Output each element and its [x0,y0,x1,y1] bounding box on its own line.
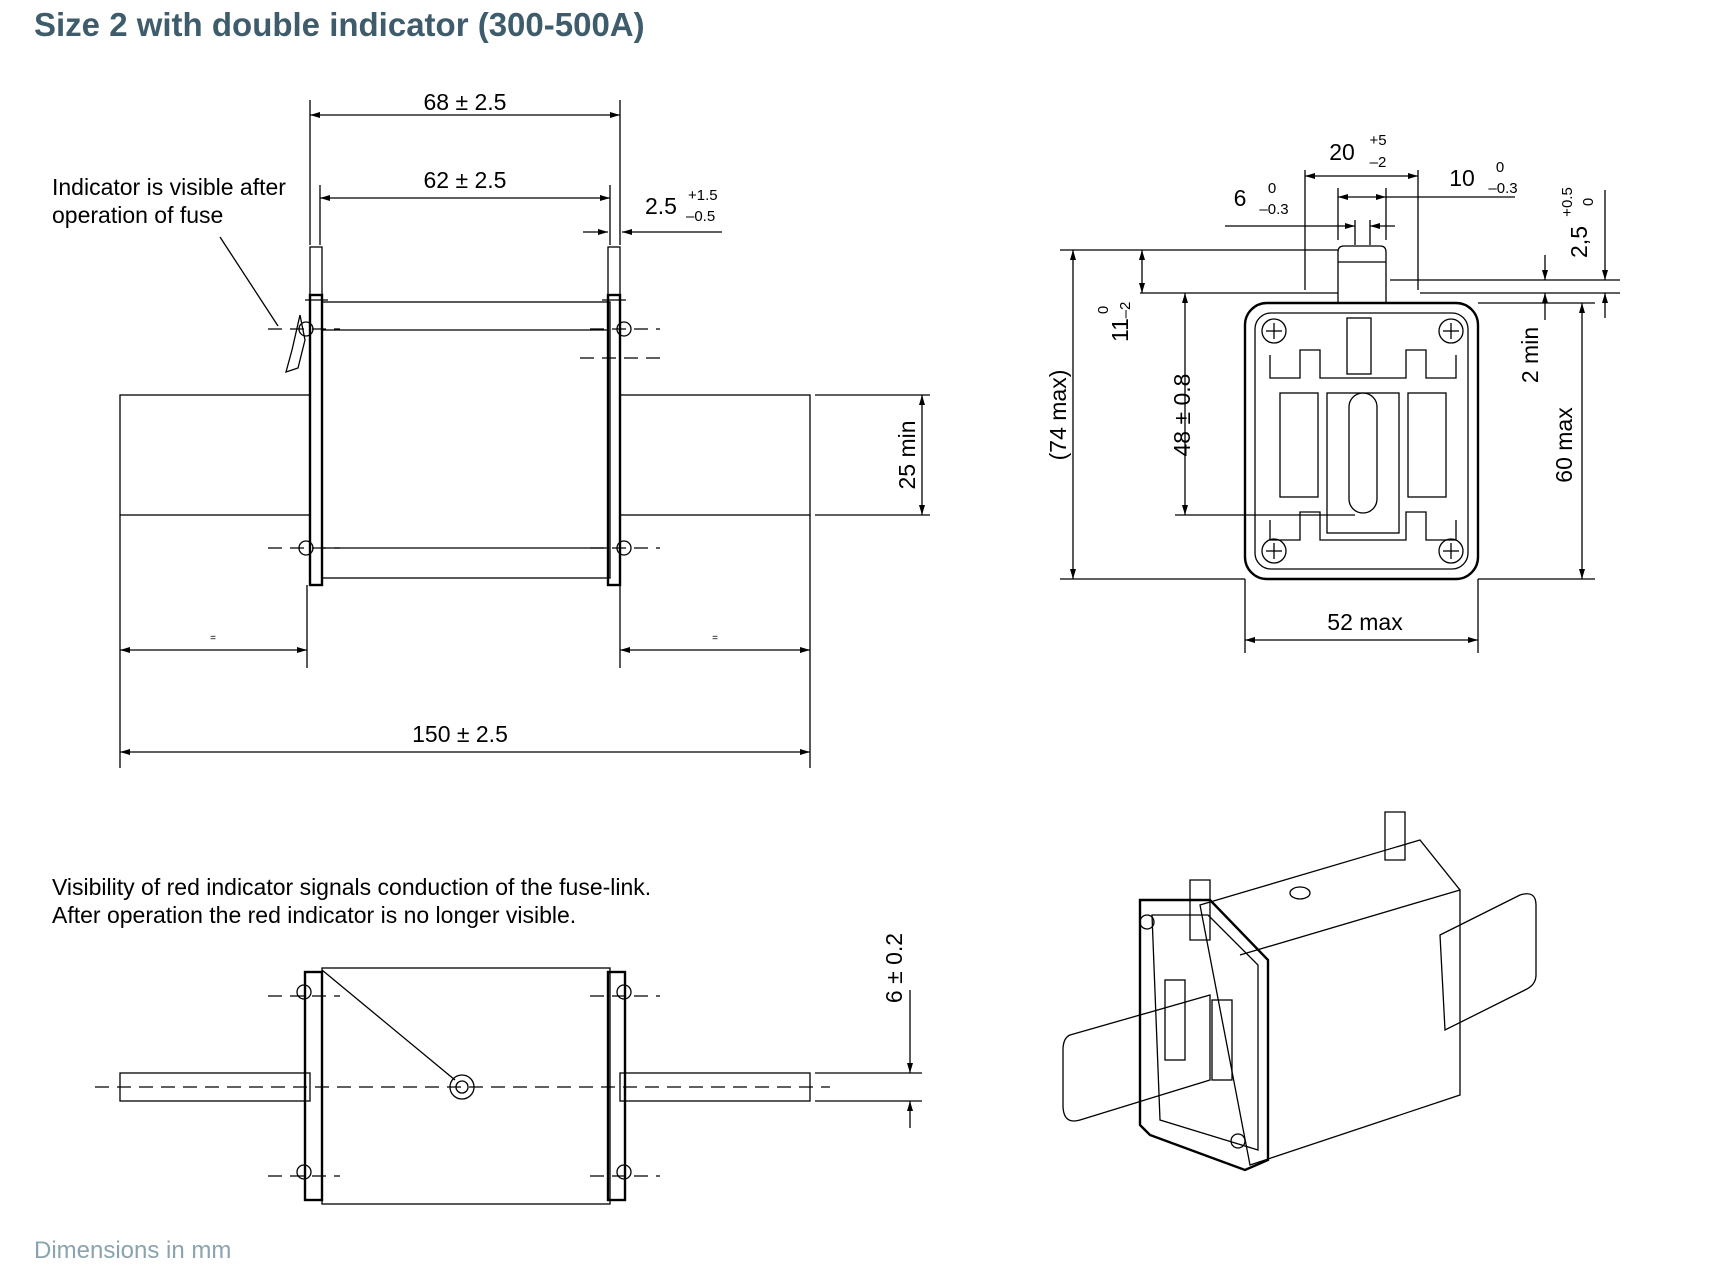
indicator [285,314,306,374]
right-blade [619,394,811,516]
end-plate-iso [1138,898,1270,1172]
dim-60-max: 60 max [1551,407,1577,483]
isometric-view [1062,811,1537,1172]
end-plate-outline [1243,301,1480,581]
top-tab [1337,245,1387,303]
dim-2-5-side-tol-upper: +0.5 [1559,187,1576,217]
fuse-body [321,301,611,579]
dim-2-5-tol-upper: +1.5 [688,187,718,204]
dim-62: 62 ± 2.5 [424,167,507,193]
equal-mark-right: = [712,633,718,644]
top-view: 6 ± 0.2 Visibility of red indicator sign… [52,874,922,1205]
body-iso [1199,839,1461,1166]
screw [1261,538,1287,564]
left-blade [119,394,311,516]
dim-10-tol-lower: –0.3 [1488,180,1517,197]
dim-10: 10 [1449,165,1475,191]
dim-52-max: 52 max [1327,609,1403,635]
dim-20-tol-upper: +5 [1369,132,1386,149]
red-indicator-note-line1: Visibility of red indicator signals cond… [52,874,651,900]
centre-slot [1348,392,1378,514]
dim-11-tol-upper: 0 [1095,306,1112,314]
screw [1438,538,1464,564]
left-end-plate [308,293,324,587]
fuse-body-top [321,967,611,1205]
front-blade [1062,994,1211,1122]
dim-6-tol-lower: –0.3 [1259,201,1288,218]
left-tab [309,246,323,296]
right-tab [607,246,621,296]
dim-2-5-side-tol-lower: 0 [1580,198,1597,206]
tab-iso-rear [1384,811,1406,861]
dim-10-tol-upper: 0 [1496,159,1504,176]
dim-6-tol-upper: 0 [1268,180,1276,197]
dim-6: 6 [1234,185,1247,211]
dim-20: 20 [1329,139,1355,165]
dim-11: 11 [1107,318,1133,342]
screw [1438,318,1464,344]
rear-blade [1439,893,1537,1032]
dim-2-5-side: 2,5 [1566,226,1592,258]
dim-20-tol-lower: –2 [1370,154,1387,171]
dim-11-tol-lower: –2 [1117,302,1134,319]
dim-2-5: 2.5 [645,193,677,219]
indicator-note-line1: Indicator is visible after [52,174,286,200]
dim-2-min: 2 min [1517,327,1543,383]
dim-48: 48 ± 0.8 [1169,374,1195,457]
screw [1261,318,1287,344]
dim-25-min: 25 min [894,420,920,489]
indicator-note-line2: operation of fuse [52,202,223,228]
side-view: 20 +5 –2 10 0 –0.3 6 0 –0.3 2,5 +0.5 0 2… [1045,132,1620,653]
dim-6-0-2: 6 ± 0.2 [881,933,907,1003]
tab-iso-front [1189,879,1211,941]
dim-68: 68 ± 2.5 [424,89,507,115]
page-title: Size 2 with double indicator (300-500A) [34,6,645,43]
indicator-window [1346,317,1372,375]
equal-mark-left: = [210,633,216,644]
dim-74-max: (74 max) [1045,370,1071,461]
red-indicator-note-line2: After operation the red indicator is no … [52,902,576,928]
dimensions-unit-note: Dimensions in mm [34,1237,232,1264]
dim-150: 150 ± 2.5 [412,721,508,747]
front-view: 68 ± 2.5 62 ± 2.5 2.5 +1.5 –0.5 25 min =… [52,89,930,768]
dim-2-5-tol-lower: –0.5 [686,208,715,225]
